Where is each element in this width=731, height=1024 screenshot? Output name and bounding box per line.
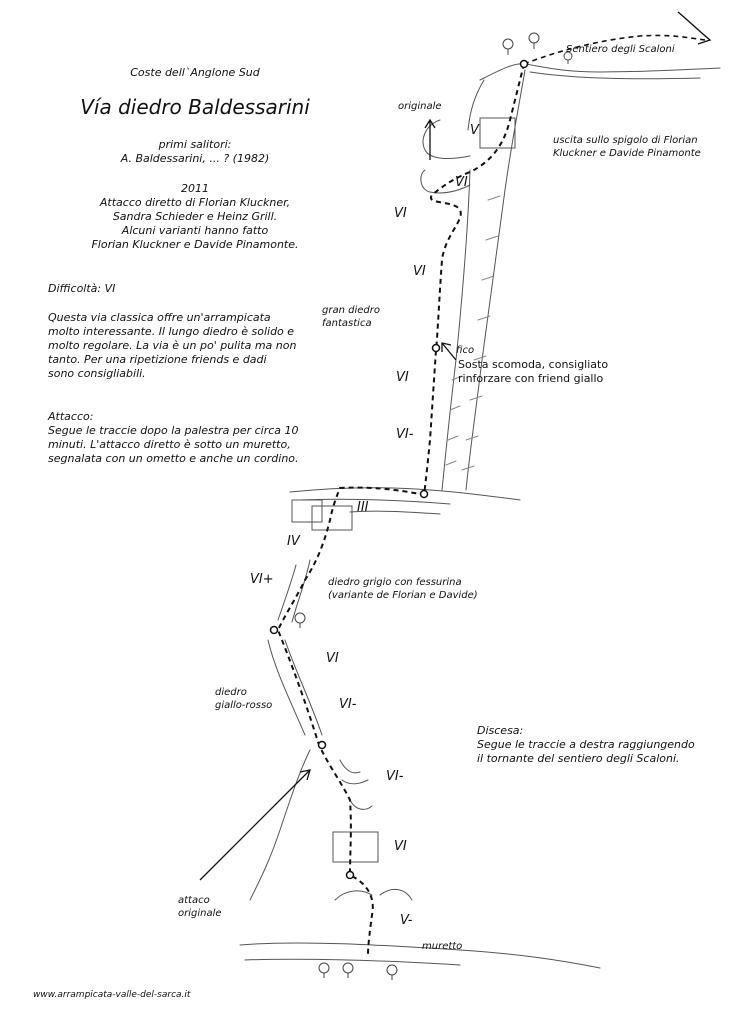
- description-line: molto interessante. Il lungo diedro è so…: [48, 325, 295, 338]
- grade-label: VI: [326, 651, 339, 666]
- website-link[interactable]: www.arrampicata-valle-del-sarca.it: [33, 990, 191, 1000]
- label-attacco-originale: originale: [178, 908, 222, 919]
- history-line: Attacco diretto di Florian Kluckner,: [99, 196, 291, 209]
- ledge-box-2: [311, 505, 353, 531]
- label-uscita: uscita sullo spigolo di Florian: [553, 135, 698, 146]
- approach-line: segnalata con un ometto e anche un cordi…: [48, 452, 299, 465]
- descent-title: Discesa:: [477, 724, 524, 737]
- label-diedro-giallo: giallo-rosso: [215, 700, 273, 711]
- approach-line: minuti. L'attacco diretto è sotto un mur…: [48, 438, 291, 451]
- belay-ledge: [419, 489, 429, 499]
- label-sentiero: Sentiero degli Scaloni: [566, 44, 675, 55]
- belay-lower-1: [269, 625, 279, 635]
- description-line: Questa via classica offre un'arrampicata: [48, 311, 271, 324]
- label-diedro-giallo: diedro: [215, 687, 247, 698]
- label-attacco-originale: attaco: [178, 895, 210, 906]
- arrow-attacco-originale: [199, 769, 311, 881]
- ledge-box-1: [291, 499, 323, 523]
- belay-lower-3: [345, 870, 355, 880]
- label-uscita: Kluckner e Davide Pinamonte: [553, 148, 701, 159]
- grade-label: IV: [287, 534, 300, 549]
- label-fico: fico: [456, 345, 475, 356]
- grade-label: V-: [400, 913, 413, 928]
- history-line: Florian Kluckner e Davide Pinamonte.: [91, 238, 299, 251]
- grade-label: VI-: [386, 769, 404, 784]
- label-diedro-grigio: diedro grigio con fessurina: [328, 577, 462, 588]
- ground-line: [239, 942, 601, 969]
- grade-label: VI: [413, 264, 426, 279]
- label-originale: originale: [398, 101, 442, 112]
- description-line: tanto. Per una ripetizione friends e dad…: [48, 353, 267, 366]
- label-gran-diedro: gran diedro: [322, 305, 380, 316]
- label-sosta: rinforzare con friend giallo: [458, 372, 604, 385]
- first-ascent-label: primi salitori:: [158, 138, 232, 151]
- grade-label: III: [357, 500, 369, 515]
- descent-line: Segue le traccie a destra raggiungendo: [477, 738, 695, 751]
- summit-ridge: [479, 63, 721, 81]
- grade-label: VI: [394, 206, 407, 221]
- label-sosta: Sosta scomoda, consigliato: [458, 358, 609, 371]
- grade-label: VI: [455, 175, 468, 190]
- route-title: Vía diedro Baldessarini: [80, 95, 310, 119]
- grade-label: VI: [394, 839, 407, 854]
- grade-label: VI+: [250, 572, 274, 587]
- area-name: Coste dell`Anglone Sud: [130, 66, 260, 79]
- route-line: [276, 63, 525, 956]
- belay-fico: [431, 343, 441, 353]
- arrow-originale: [424, 118, 436, 160]
- belay-top: [519, 59, 529, 69]
- trail-to-sentiero: [523, 34, 706, 65]
- label-gran-diedro: fantastica: [322, 318, 372, 329]
- description-line: sono consigliabili.: [48, 367, 146, 380]
- approach-title: Attacco:: [48, 410, 94, 423]
- difficulty: Difficoltà: VI: [48, 282, 116, 295]
- description-line: molto regolare. La via è un po' pulita m…: [48, 339, 297, 352]
- history-line: Alcuni varianti hanno fatto: [121, 224, 269, 237]
- grade-label: VI-: [396, 427, 414, 442]
- approach-line: Segue le traccie dopo la palestra per ci…: [48, 424, 299, 437]
- grade-label: V: [470, 123, 479, 138]
- middle-ledge: [289, 487, 521, 501]
- belay-lower-2: [317, 740, 327, 750]
- first-ascent: A. Baldessarini, ... ? (1982): [120, 152, 270, 165]
- arrow-sosta: [441, 342, 457, 361]
- label-diedro-grigio: (variante de Florian e Davide): [328, 590, 478, 601]
- grade-label: VI-: [339, 697, 357, 712]
- history-line: Sandra Schieder e Heinz Grill.: [112, 210, 278, 223]
- upper-box: [479, 117, 516, 149]
- label-muretto: muretto: [422, 941, 463, 952]
- lower-box: [332, 831, 379, 863]
- grade-label: VI: [396, 370, 409, 385]
- descent-line: il tornante del sentiero degli Scaloni.: [477, 752, 680, 765]
- lower-dihedral: [267, 639, 306, 736]
- history-line: 2011: [181, 182, 209, 195]
